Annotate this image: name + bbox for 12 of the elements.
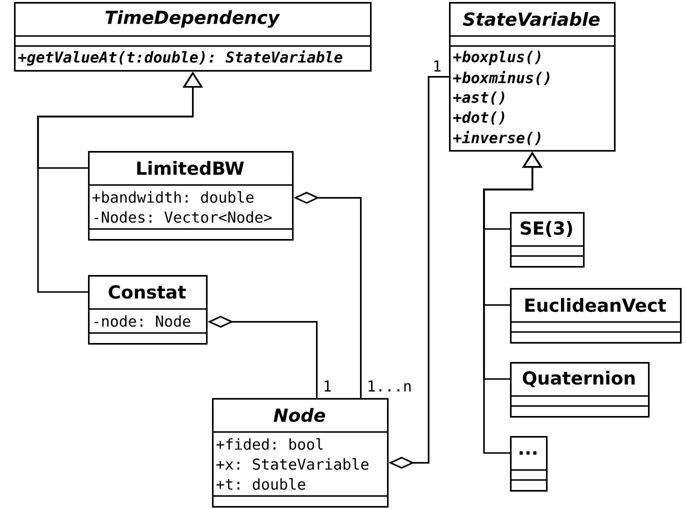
multiplicity-label: 1 <box>322 380 333 392</box>
class-box: Node +fided: bool +x: StateVariable +t: double <box>212 398 389 508</box>
class-box: LimitedBW +bandwidth: double -Nodes: Vector<Node> <box>88 151 294 241</box>
class-box: SE(3) <box>510 212 585 268</box>
class-box: TimeDependency +getValueAt(t:double): StateVariable <box>14 2 372 72</box>
class-box: Quaternion <box>510 362 650 418</box>
class-box: EuclideanVect <box>510 288 682 344</box>
multiplicity-label: 1 <box>431 60 443 72</box>
class-box: StateVariable +boxplus() +boxminus() +ast() +dot() +inverse() <box>449 2 616 152</box>
class-box: ... <box>510 436 548 492</box>
class-box: Constat -node: Node <box>88 275 208 345</box>
multiplicity-label: 1...n <box>366 380 413 392</box>
